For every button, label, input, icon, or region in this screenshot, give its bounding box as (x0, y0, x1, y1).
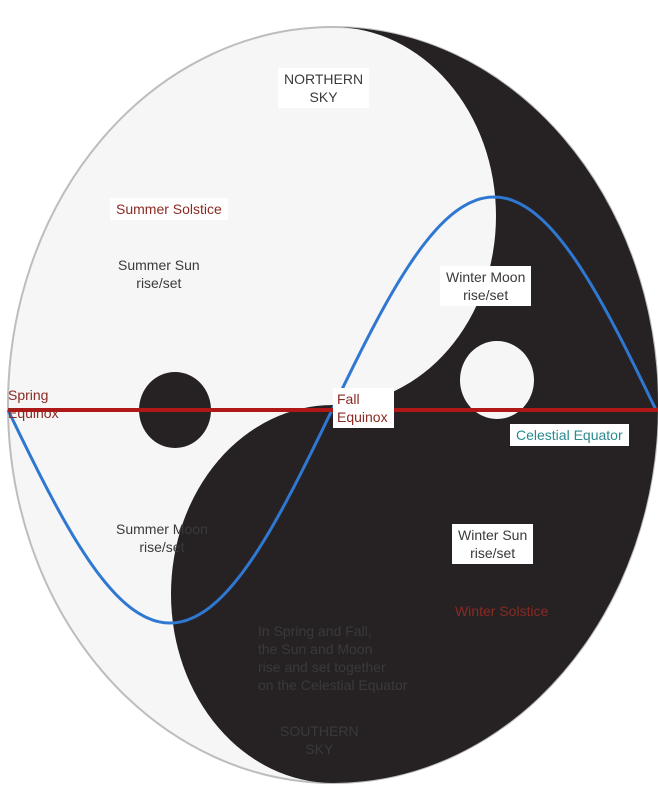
winter-moon-line2: rise/set (463, 287, 508, 303)
northern-sky-line2: SKY (310, 89, 338, 105)
light-dot (460, 341, 534, 419)
southern-sky-label: SOUTHERN SKY (280, 722, 359, 758)
winter-sun-label: Winter Sun rise/set (452, 524, 533, 564)
fall-equinox-line2: Equinox (337, 409, 388, 425)
southern-sky-line1: SOUTHERN (280, 723, 359, 739)
fall-equinox-label: Fall Equinox (333, 388, 394, 428)
summer-moon-label: Summer Moon rise/set (116, 520, 208, 556)
celestial-equator-text: Celestial Equator (516, 427, 623, 443)
summer-solstice-label: Summer Solstice (110, 198, 228, 220)
fall-equinox-line1: Fall (337, 391, 360, 407)
southern-sky-line2: SKY (305, 741, 333, 757)
summer-sun-label: Summer Sun rise/set (118, 256, 200, 292)
winter-moon-line1: Winter Moon (446, 269, 525, 285)
celestial-equator-label: Celestial Equator (510, 424, 629, 446)
note-line1: In Spring and Fall, (258, 623, 372, 639)
northern-sky-label: NORTHERN SKY (278, 68, 369, 108)
northern-sky-line1: NORTHERN (284, 71, 363, 87)
summer-sun-line2: rise/set (136, 275, 181, 291)
winter-moon-label: Winter Moon rise/set (440, 266, 531, 306)
summer-solstice-text: Summer Solstice (116, 201, 222, 217)
note-line2: the Sun and Moon (258, 641, 372, 657)
note-line3: rise and set together (258, 659, 386, 675)
winter-sun-line2: rise/set (470, 545, 515, 561)
spring-equinox-label: Spring Equinox (8, 386, 59, 422)
winter-solstice-label: Winter Solstice (455, 602, 548, 620)
winter-solstice-text: Winter Solstice (455, 603, 548, 619)
summer-sun-line1: Summer Sun (118, 257, 200, 273)
spring-equinox-line1: Spring (8, 387, 48, 403)
summer-moon-line1: Summer Moon (116, 521, 208, 537)
note-line4: on the Celestial Equator (258, 677, 407, 693)
winter-sun-line1: Winter Sun (458, 527, 527, 543)
note-label: In Spring and Fall, the Sun and Moon ris… (258, 622, 407, 694)
spring-equinox-line2: Equinox (8, 405, 59, 421)
summer-moon-line2: rise/set (139, 539, 184, 555)
